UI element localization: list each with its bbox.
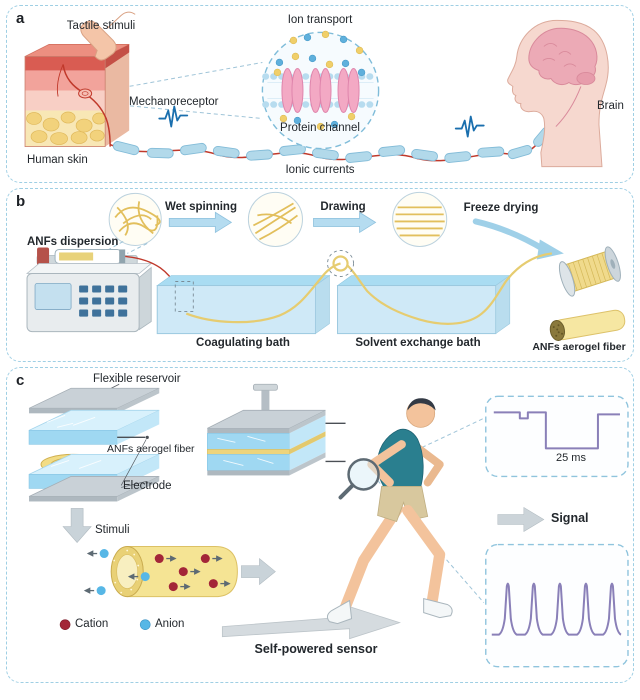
drawn-fiber-zoom (392, 191, 448, 247)
press-tool (252, 383, 278, 391)
cation-dots (154, 554, 218, 592)
ion-motion-arrows (83, 550, 231, 594)
ion-migration-fiber (83, 546, 276, 598)
label-anfs-aerogel-fiber-c: ANFs aerogel fiber (107, 443, 195, 455)
pulse-signal-icon (158, 105, 485, 138)
anion-dots (96, 549, 150, 596)
label-flexible-reservoir: Flexible reservoir (93, 373, 181, 385)
panel-c-art (28, 383, 629, 668)
drawing-arrow-icon (313, 211, 377, 234)
wet-spinning-arrow-icon (168, 211, 233, 234)
panel-a-label: a (16, 10, 25, 27)
fat-cells (26, 111, 107, 145)
label-freeze-drying: Freeze drying (463, 202, 539, 214)
panel-a-art (24, 11, 609, 168)
label-cation: Cation (75, 618, 109, 630)
coagulating-bath-tank (156, 274, 331, 335)
solvent-exchange-bath-tank (336, 274, 511, 335)
anfs-dispersion-zoom (104, 192, 162, 254)
anion-legend-dot (139, 619, 151, 630)
stimuli-arrow-icon (62, 508, 92, 543)
label-coagulating-bath: Coagulating bath (196, 337, 290, 349)
runner-illustration (326, 398, 453, 625)
label-stimuli: Stimuli (95, 524, 130, 536)
mechanoreceptor-icon (78, 88, 93, 99)
brain-icon (528, 27, 598, 86)
label-self-powered-sensor: Self-powered sensor (254, 642, 378, 656)
pump-screen (34, 283, 72, 310)
label-solvent-exchange-bath: Solvent exchange bath (355, 337, 481, 349)
connector-line (377, 417, 484, 469)
label-anfs-dispersion: ANFs dispersion (27, 236, 119, 248)
label-response-time: 25 ms (556, 452, 586, 464)
label-anion: Anion (155, 618, 185, 630)
nerve (62, 64, 111, 147)
panel-c-label: c (16, 372, 25, 389)
label-ionic-currents: Ionic currents (285, 164, 355, 176)
panel-a: a (6, 5, 634, 183)
assembled-sensor-device (207, 383, 346, 476)
label-tactile-stimuli: Tactile stimuli (66, 20, 136, 32)
magnifier-icon (338, 458, 380, 500)
label-signal: Signal (551, 511, 589, 525)
label-brain: Brain (597, 100, 624, 112)
label-wet-spinning: Wet spinning (165, 201, 237, 213)
label-ion-transport: Ion transport (287, 14, 353, 26)
human-skin-illustration (24, 11, 136, 147)
panel-b: b (6, 188, 634, 362)
syringe-pump (25, 247, 187, 333)
label-drawing: Drawing (320, 201, 366, 213)
panel-b-art (25, 191, 626, 341)
finger-icon (80, 11, 136, 61)
label-human-skin: Human skin (27, 154, 88, 166)
panel-b-label: b (16, 193, 26, 210)
self-powered-sensor-arrow-icon (221, 606, 401, 640)
pulse-train-signal-box (485, 543, 629, 668)
step-waveform (493, 411, 620, 450)
ion-transport-zoom (261, 30, 380, 150)
response-time-signal-box (485, 395, 629, 478)
signal-arrow-icon (497, 507, 545, 532)
head-brain-illustration (507, 19, 609, 168)
label-anfs-aerogel-fiber: ANFs aerogel fiber (532, 341, 626, 353)
label-protein-channel: Protein channel (280, 122, 360, 134)
fiber-spool (558, 246, 621, 297)
pump-keypad (79, 285, 128, 317)
protein-channel-icon (281, 67, 360, 114)
spun-fiber-zoom (247, 191, 303, 247)
ion-dots (273, 30, 366, 131)
label-electrode: Electrode (123, 480, 172, 492)
pulse-waveform (491, 582, 622, 636)
aerogel-fiber-cylinder (549, 309, 626, 341)
current-arrow-icon (241, 558, 276, 586)
panel-c: c (6, 367, 634, 683)
exploded-sensor-stack (28, 383, 160, 502)
label-mechanoreceptor: Mechanoreceptor (129, 96, 219, 108)
fiber-thread (174, 250, 552, 325)
cation-legend-dot (59, 619, 71, 630)
